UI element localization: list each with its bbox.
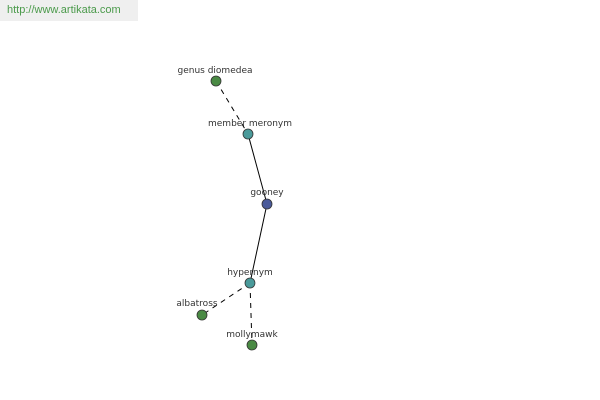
node-dot-gooney[interactable] xyxy=(261,198,273,210)
node-hypernym[interactable]: hypernym xyxy=(227,268,273,289)
node-mollymawk[interactable]: mollymawk xyxy=(226,330,279,351)
edge-genus-member xyxy=(215,80,249,135)
node-genus[interactable]: genus diomedea xyxy=(178,66,253,87)
edge-gooney-hypernym xyxy=(249,203,268,284)
node-label-mollymawk: mollymawk xyxy=(226,330,278,340)
url-bar: http://www.artikata.com xyxy=(0,0,138,21)
edge-hypernym-mollymawk xyxy=(249,282,253,346)
node-member[interactable]: member meronym xyxy=(208,119,292,140)
node-dot-member[interactable] xyxy=(242,128,254,140)
node-gooney[interactable]: gooney xyxy=(250,188,284,210)
node-dot-mollymawk[interactable] xyxy=(246,339,258,351)
node-label-hypernym: hypernym xyxy=(227,268,273,278)
node-label-albatross: albatross xyxy=(176,299,217,309)
node-label-gooney: gooney xyxy=(250,188,284,198)
edges-layer xyxy=(201,80,268,346)
node-dot-genus[interactable] xyxy=(210,75,222,87)
edge-member-gooney xyxy=(247,133,268,205)
node-label-member: member meronym xyxy=(208,119,292,129)
node-dot-hypernym[interactable] xyxy=(244,277,256,289)
node-label-genus: genus diomedea xyxy=(178,66,253,76)
node-albatross[interactable]: albatross xyxy=(176,299,218,321)
node-dot-albatross[interactable] xyxy=(196,309,208,321)
site-url-link[interactable]: http://www.artikata.com xyxy=(7,4,121,16)
nodes-layer: genus diomedea member meronym gooney hypern… xyxy=(176,66,292,351)
